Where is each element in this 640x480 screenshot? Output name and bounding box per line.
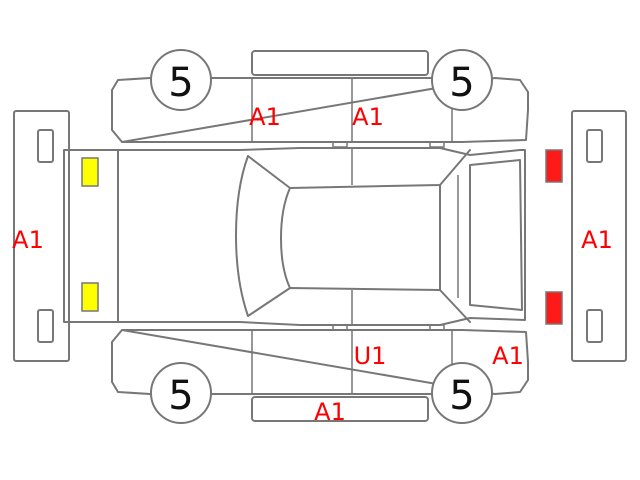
yellow-lamp-icon [81,282,99,312]
mark-left-front-door: A1 [249,103,281,131]
mark-front-bumper: A1 [12,226,44,254]
tire-number: 5 [168,373,193,419]
mark-rear-bumper: A1 [581,226,613,254]
mark-right-rear-door: U1 [354,342,387,370]
right-side-sill [251,396,429,422]
tire-number: 5 [449,373,474,419]
rear-right-tire: 5 [431,362,493,424]
red-lamp-icon [545,149,563,183]
front-bumper [13,110,70,362]
car-top-outline [63,147,526,326]
front-right-tire: 5 [150,362,212,424]
front-left-tire: 5 [150,49,212,111]
left-side-sill [251,50,429,76]
red-lamp-icon [545,291,563,325]
tire-number: 5 [168,60,193,106]
tire-number: 5 [449,60,474,106]
rear-bumper [571,110,627,362]
mark-right-rear-quarter: A1 [492,342,524,370]
mark-right-side-sill: A1 [314,398,346,426]
yellow-lamp-icon [81,157,99,187]
mark-left-rear-door: A1 [352,103,384,131]
rear-left-tire: 5 [431,49,493,111]
